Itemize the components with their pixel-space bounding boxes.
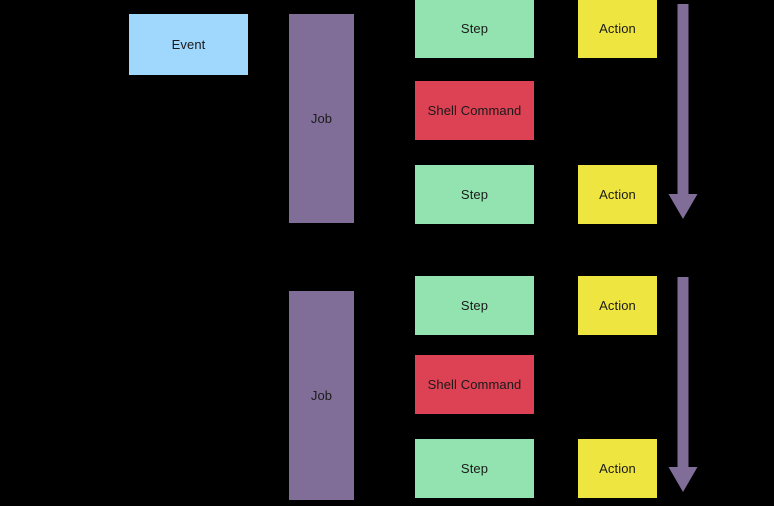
node-job-1[interactable]: Job bbox=[289, 14, 354, 223]
node-event[interactable]: Event bbox=[129, 14, 248, 75]
node-job-2[interactable]: Job bbox=[289, 291, 354, 500]
node-label: Step bbox=[460, 21, 489, 37]
node-label: Step bbox=[460, 186, 489, 202]
down-arrow-icon bbox=[668, 4, 698, 219]
node-label: Action bbox=[599, 297, 636, 313]
node-step-1[interactable]: Step bbox=[415, 0, 534, 58]
node-label: Job bbox=[310, 110, 333, 126]
node-label: Shell Command bbox=[427, 102, 522, 118]
node-label: Job bbox=[310, 387, 333, 403]
down-arrow-icon bbox=[668, 277, 698, 492]
node-action-2[interactable]: Action bbox=[578, 165, 657, 224]
node-shell-command-1[interactable]: Shell Command bbox=[415, 81, 534, 140]
node-step-3[interactable]: Step bbox=[415, 276, 534, 335]
node-label: Action bbox=[599, 21, 636, 37]
node-step-4[interactable]: Step bbox=[415, 439, 534, 498]
node-action-4[interactable]: Action bbox=[578, 439, 657, 498]
node-label: Event bbox=[171, 36, 206, 52]
node-label: Step bbox=[460, 297, 489, 313]
node-label: Shell Command bbox=[427, 376, 522, 392]
node-step-2[interactable]: Step bbox=[415, 165, 534, 224]
node-action-3[interactable]: Action bbox=[578, 276, 657, 335]
node-label: Step bbox=[460, 460, 489, 476]
node-action-1[interactable]: Action bbox=[578, 0, 657, 58]
node-label: Action bbox=[599, 186, 636, 202]
node-shell-command-2[interactable]: Shell Command bbox=[415, 355, 534, 414]
node-label: Action bbox=[599, 460, 636, 476]
